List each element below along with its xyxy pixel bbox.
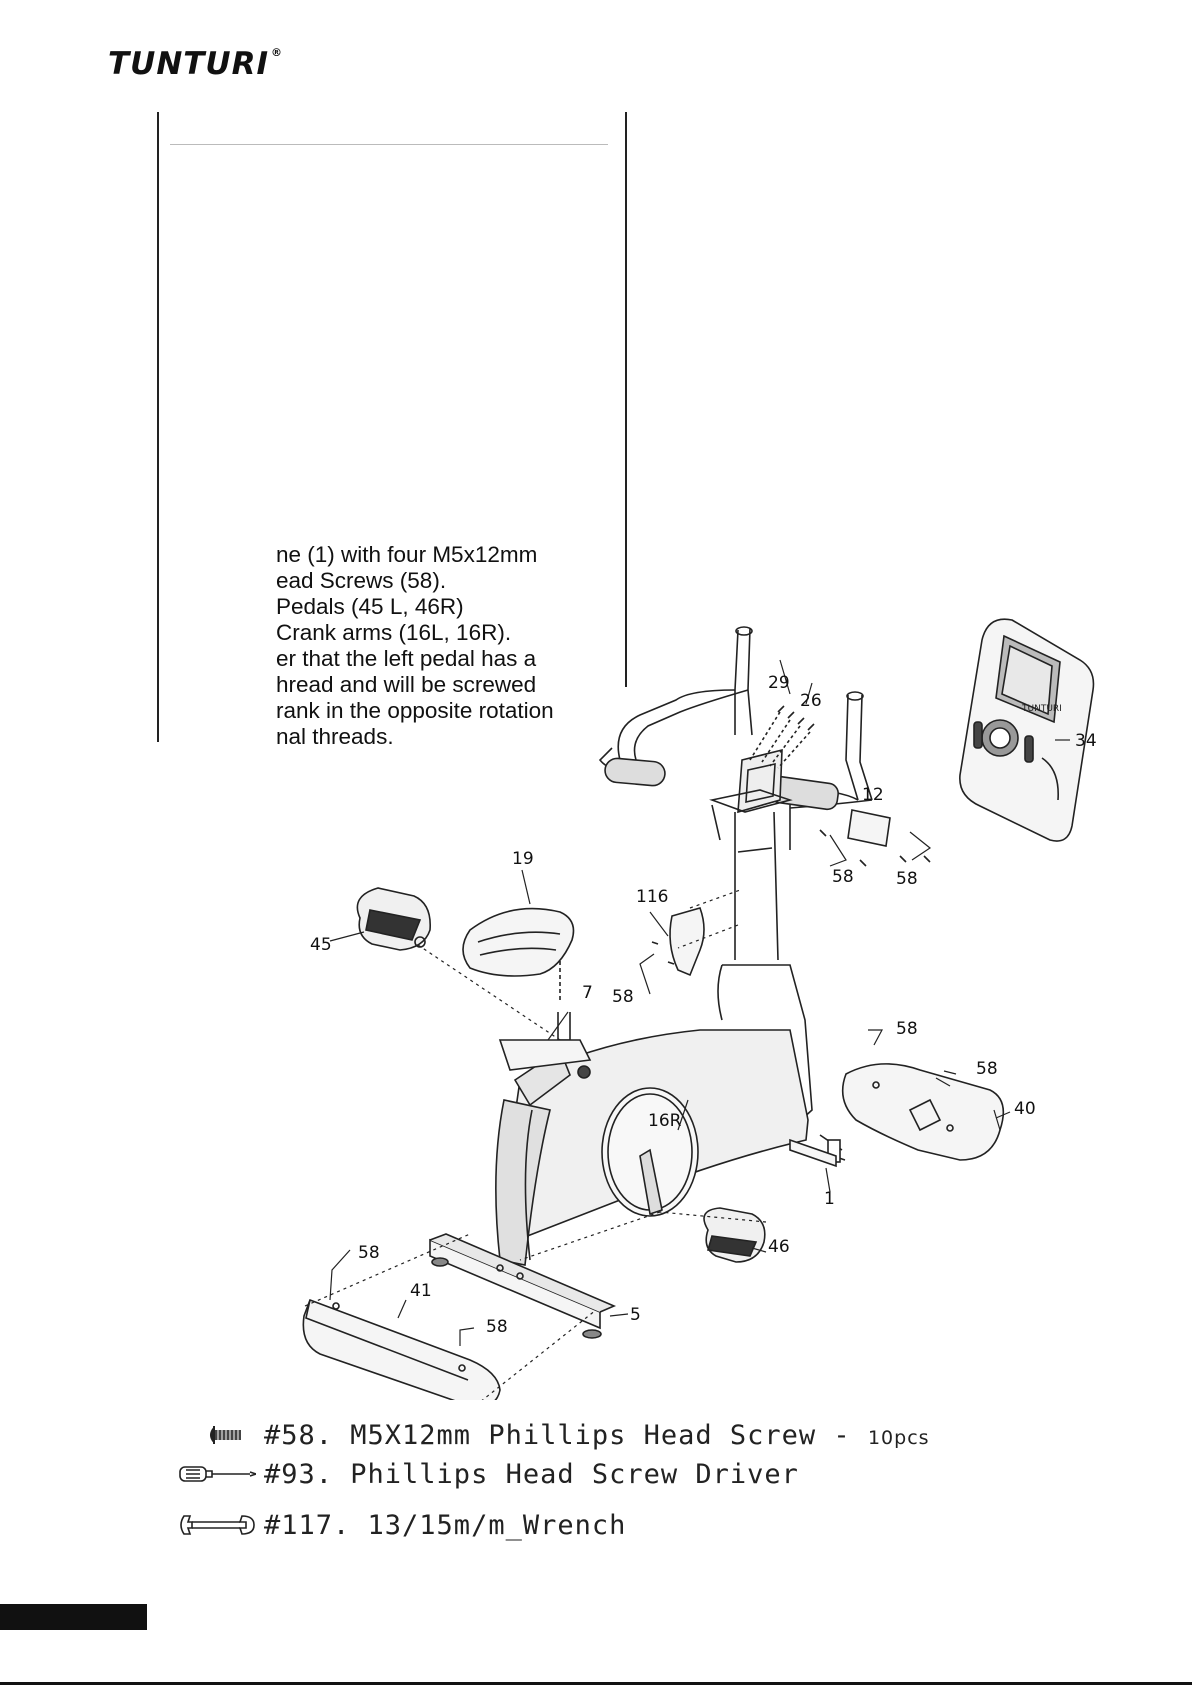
console-brand-text: TUNTURI xyxy=(1021,704,1062,714)
bracket-12 xyxy=(819,809,931,867)
cover-41 xyxy=(302,1298,501,1400)
part-label: 29 xyxy=(768,673,790,693)
part-labels: 29 26 34 12 58 58 19 116 45 7 58 58 58 4… xyxy=(310,673,1097,1337)
page-tab xyxy=(0,1604,147,1630)
tool-name: #117. 13/15m/m_Wrench xyxy=(264,1509,627,1541)
part-label: 46 xyxy=(768,1237,790,1257)
part-label: 58 xyxy=(832,867,854,887)
registered-mark: ® xyxy=(271,46,283,59)
instruction-line: nal threads. xyxy=(276,724,394,749)
part-label: 58 xyxy=(612,987,634,1007)
screwdriver-icon xyxy=(179,1466,256,1482)
handlebar xyxy=(598,626,873,811)
part-label: 58 xyxy=(358,1243,380,1263)
tool-quantity: 10pcs xyxy=(867,1426,930,1449)
wrench-icon xyxy=(180,1515,255,1535)
screws-26-29 xyxy=(749,705,815,769)
brand-logo: TUNTURI® xyxy=(108,46,283,82)
part-label: 58 xyxy=(896,869,918,889)
part-label: 58 xyxy=(896,1019,918,1039)
instruction-line: er that the left pedal has a xyxy=(276,646,537,671)
column-divider-right xyxy=(625,112,627,687)
stabilizer-front xyxy=(429,1233,617,1339)
tool-name: #58. M5X12mm Phillips Head Screw - xyxy=(264,1419,851,1451)
part-label: 12 xyxy=(862,785,884,805)
cover-40 xyxy=(841,1063,1005,1161)
tool-label: #58. M5X12mm Phillips Head Screw - 10pcs xyxy=(264,1420,930,1451)
part-label: 58 xyxy=(486,1317,508,1337)
saddle xyxy=(462,907,575,977)
section-rule xyxy=(170,144,608,145)
part-label: 40 xyxy=(1014,1099,1036,1119)
part-label: 45 xyxy=(310,935,332,955)
part-label: 26 xyxy=(800,691,822,711)
seat-post xyxy=(498,940,592,1079)
instruction-line: rank in the opposite rotation xyxy=(276,698,554,723)
tool-name: #93. Phillips Head Screw Driver xyxy=(264,1458,799,1490)
assembly-instructions: ne (1) with four M5x12mm ead Screws (58)… xyxy=(276,542,606,750)
console-unit: TUNTURI xyxy=(959,618,1095,842)
instruction-line: Crank arms (16L, 16R). xyxy=(276,620,512,645)
exploded-bike-diagram: TUNTURI xyxy=(302,618,1097,1400)
pedal-left xyxy=(356,887,431,951)
part-label: 19 xyxy=(512,849,534,869)
bottom-rule xyxy=(0,1682,1192,1685)
tool-row-screw: #58. M5X12mm Phillips Head Screw - 10pcs xyxy=(178,1418,930,1452)
stabilizer-rear xyxy=(789,1138,837,1168)
instruction-line: hread and will be screwed xyxy=(276,672,537,697)
pedal-right xyxy=(703,1207,766,1263)
part-label: 16R xyxy=(648,1111,682,1131)
brand-name: TUNTURI xyxy=(108,46,269,82)
instruction-line: Pedals (45 L, 46R) xyxy=(276,594,464,619)
part-label: 1 xyxy=(824,1189,835,1209)
screw-icon xyxy=(210,1426,241,1444)
part-label: 7 xyxy=(582,983,593,1003)
leader-lines xyxy=(304,659,1070,1400)
bottle-holder xyxy=(651,907,705,977)
part-label: 41 xyxy=(410,1281,432,1301)
part-label: 58 xyxy=(976,1059,998,1079)
instruction-line: ead Screws (58). xyxy=(276,568,447,593)
part-label: 34 xyxy=(1075,731,1097,751)
main-frame xyxy=(495,1029,846,1266)
column-divider-left xyxy=(157,112,159,742)
instruction-line: ne (1) with four M5x12mm xyxy=(276,542,538,567)
part-label: 5 xyxy=(630,1305,641,1325)
tool-row-screwdriver: #93. Phillips Head Screw Driver xyxy=(178,1457,799,1491)
tool-row-wrench: #117. 13/15m/m_Wrench xyxy=(178,1508,626,1542)
part-label: 116 xyxy=(636,887,668,907)
console-mount-plate xyxy=(709,748,793,850)
